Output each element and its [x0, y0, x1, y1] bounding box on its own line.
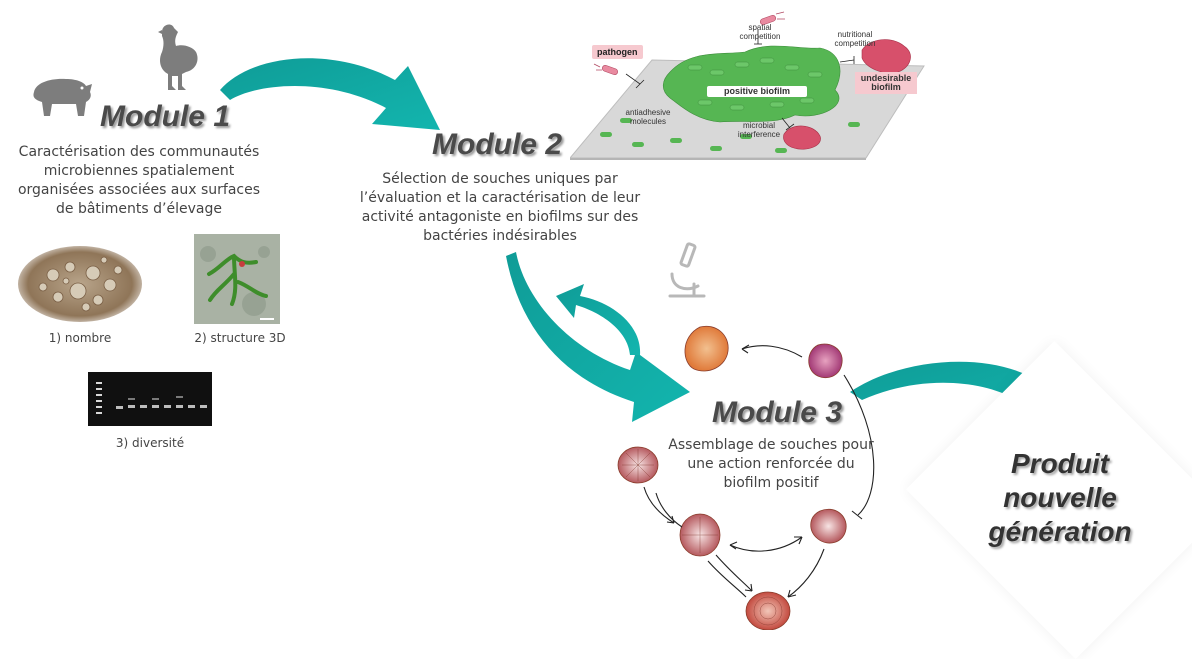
pig-icon [33, 78, 92, 116]
label-antiadhesive-molecules: antiadhesive molecules [625, 108, 671, 126]
product-title: Produit nouvelle génération [960, 447, 1160, 549]
caption-structure-3d: 2) structure 3D [194, 331, 286, 345]
module2-title: Module 2 [432, 128, 563, 161]
module2-description: Sélection de souches uniques par l’évalu… [359, 171, 641, 244]
label-positive-biofilm: positive biofilm [707, 86, 807, 97]
label-pathogen: pathogen [592, 45, 643, 59]
label-spatial-competition: spatial competition [739, 23, 781, 41]
arrow-module2-to-module3 [506, 252, 690, 422]
label-undesirable-biofilm: undesirable biofilm [855, 72, 917, 94]
module1-description: Caractérisation des communautés microbie… [17, 144, 261, 217]
module1-title: Module 1 [100, 100, 231, 133]
arrow-module3-back [556, 284, 641, 355]
gel-electrophoresis-image [88, 372, 212, 426]
label-nutritional-competition: nutritional competition [834, 30, 876, 48]
petri-dish-image [18, 246, 142, 322]
chicken-icon [158, 24, 198, 90]
colony-assembly-cycle [617, 325, 875, 630]
caption-diversite: 3) diversité [115, 436, 185, 450]
label-microbial-interference: microbial interference [737, 121, 781, 139]
arrow-module1-to-module2 [220, 58, 440, 130]
product-line-1: Produit nouvelle [1003, 448, 1117, 513]
product-line-2: génération [988, 516, 1132, 547]
microscope-icon [668, 242, 706, 298]
biofilm-competition-diagram [570, 11, 925, 160]
module3-title: Module 3 [712, 396, 843, 429]
caption-nombre: 1) nombre [48, 331, 112, 345]
structure-3d-image [194, 234, 280, 324]
module3-description: Assemblage de souches pour une action re… [668, 437, 874, 491]
